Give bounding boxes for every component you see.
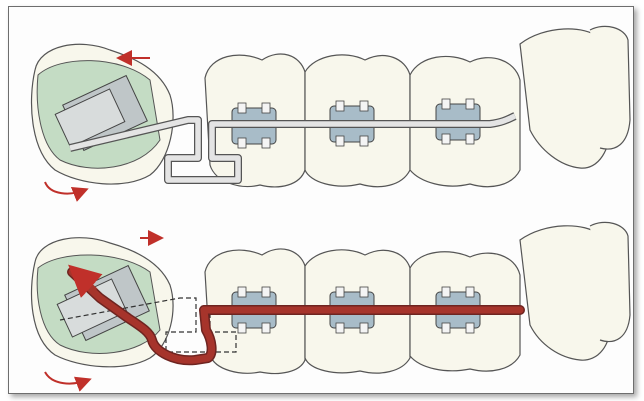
rotation-arrow-icon <box>45 372 88 384</box>
rotation-arrow-icon <box>45 182 85 194</box>
